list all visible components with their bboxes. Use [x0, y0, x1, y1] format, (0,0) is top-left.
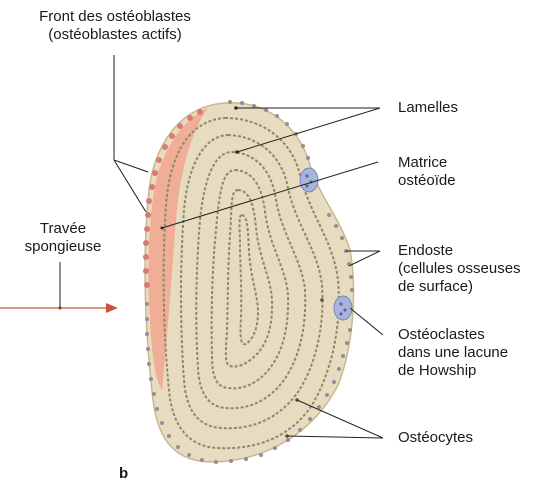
osteoblast — [156, 157, 162, 163]
osteoblast — [169, 133, 175, 139]
label-osteocytes: Ostéocytes — [398, 429, 473, 447]
label-osteoclastes: Ostéoclastes dans une lacune de Howship — [398, 326, 508, 380]
osteoblast — [177, 123, 183, 129]
label-front-osteoblastes: Front des ostéoblastes (ostéoblastes act… — [26, 8, 204, 44]
osteoblast — [143, 268, 149, 274]
label-matrice-osteoide: Matrice ostéoïde — [398, 154, 456, 190]
label-endoste: Endoste (cellules osseuses de surface) — [398, 242, 521, 296]
leader-front-2 — [114, 160, 146, 212]
osteoblast — [145, 212, 151, 218]
osteoblast — [143, 240, 149, 246]
travee-arrow — [0, 303, 118, 313]
osteoclast-lower — [334, 296, 352, 320]
leader-osteocytes-b — [287, 436, 383, 438]
osteoblast — [144, 282, 150, 288]
osteoblast — [162, 144, 168, 150]
panel-letter: b — [119, 465, 128, 483]
osteoclast-upper — [300, 168, 318, 192]
leader-endoste-b — [349, 251, 380, 266]
label-travee-spongieuse: Travée spongieuse — [8, 220, 118, 256]
leader-osteoclastes — [350, 308, 383, 335]
osteoblast — [152, 170, 158, 176]
label-lamelles: Lamelles — [398, 99, 458, 117]
osteoblast — [146, 198, 152, 204]
osteoblast — [143, 254, 149, 260]
osteoblast — [149, 184, 155, 190]
leader-front — [114, 55, 148, 172]
osteoblast — [197, 109, 203, 115]
osteoblast — [144, 226, 150, 232]
osteoblast — [187, 115, 193, 121]
osteocyte — [320, 298, 324, 302]
